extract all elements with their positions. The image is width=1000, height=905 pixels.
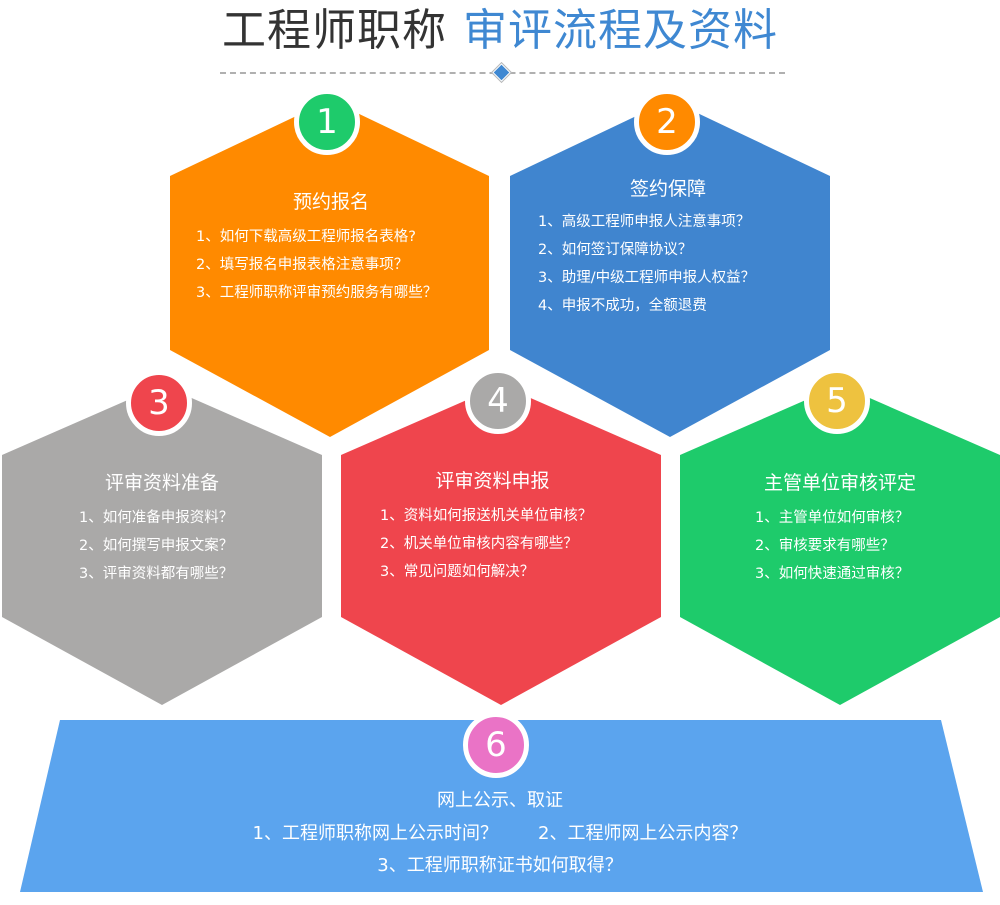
step-5-card: 主管单位审核评定 1、主管单位如何审核？ 2、审核要求有哪些？ 3、如何快速通过…: [740, 470, 940, 588]
step-2-item[interactable]: 2、如何签订保障协议？: [538, 242, 693, 258]
step-3-item[interactable]: 2、如何撰写申报文案？: [79, 538, 234, 554]
step-4-heading: 评审资料申报: [435, 470, 550, 492]
step-5-heading: 主管单位审核评定: [763, 472, 916, 494]
step-6-item[interactable]: 3、工程师职称证书如何取得？: [377, 855, 623, 876]
step-1-heading: 预约报名: [292, 191, 369, 213]
step-2-card: 签约保障 1、高级工程师申报人注意事项？ 2、如何签订保障协议？ 3、助理/中级…: [538, 176, 798, 320]
step-1-item[interactable]: 1、如何下载高级工程师报名表格?: [196, 229, 416, 245]
step-6-band: [20, 720, 983, 892]
step-6-heading: 网上公示、取证: [437, 790, 563, 811]
page-title: 工程师职称审评流程及资料: [0, 2, 1000, 60]
step-1-item[interactable]: 2、填写报名申报表格注意事项？: [196, 257, 409, 273]
step-4-card: 评审资料申报 1、资料如何报送机关单位审核？ 2、机关单位审核内容有哪些？ 3、…: [380, 468, 630, 586]
step-4-item[interactable]: 3、常见问题如何解决？: [380, 564, 535, 580]
step-1-badge: 1: [294, 89, 360, 155]
step-3-card: 评审资料准备 1、如何准备申报资料？ 2、如何撰写申报文案？ 3、评审资料都有哪…: [62, 470, 262, 588]
step-5-hexagon: [680, 385, 1000, 705]
step-3-heading: 评审资料准备: [104, 472, 219, 494]
step-6-number: 6: [485, 725, 507, 765]
title-part-dark: 工程师职称: [222, 5, 447, 56]
step-2-hexagon: [510, 100, 830, 437]
step-2-number: 2: [656, 102, 678, 142]
step-3-badge: 3: [126, 370, 192, 436]
step-3-item[interactable]: 1、如何准备申报资料？: [79, 510, 234, 526]
step-2-heading: 签约保障: [629, 178, 706, 200]
step-3-item[interactable]: 3、评审资料都有哪些？: [79, 566, 234, 582]
step-5-item[interactable]: 1、主管单位如何审核？: [755, 510, 910, 526]
step-3-hexagon: [2, 385, 322, 705]
step-6-row: 1、工程师职称网上公示时间？ 2、工程师网上公示内容？: [0, 818, 1000, 850]
step-1-card: 预约报名 1、如何下载高级工程师报名表格? 2、填写报名申报表格注意事项？ 3、…: [196, 189, 466, 307]
step-6-card: 网上公示、取证 1、工程师职称网上公示时间？ 2、工程师网上公示内容？ 3、工程师…: [0, 788, 1000, 882]
title-part-accent: 审评流程及资料: [463, 5, 778, 56]
step-5-item[interactable]: 3、如何快速通过审核？: [755, 566, 910, 582]
step-5-badge: 5: [804, 368, 870, 434]
step-5-number: 5: [826, 381, 848, 421]
step-6-badge: 6: [463, 712, 529, 778]
step-5-item[interactable]: 2、审核要求有哪些？: [755, 538, 895, 554]
step-1-hexagon: [170, 100, 489, 437]
step-6-row: 3、工程师职称证书如何取得？: [0, 850, 1000, 882]
step-2-badge: 2: [634, 89, 700, 155]
step-2-item[interactable]: 4、申报不成功，全额退费: [538, 298, 707, 314]
step-1-item[interactable]: 3、工程师职称评审预约服务有哪些？: [196, 285, 438, 301]
step-4-item[interactable]: 2、机关单位审核内容有哪些？: [380, 536, 578, 552]
step-4-number: 4: [487, 381, 509, 421]
step-4-badge: 4: [465, 368, 531, 434]
step-3-number: 3: [148, 383, 170, 423]
step-2-item[interactable]: 3、助理/中级工程师申报人权益？: [538, 270, 756, 286]
step-4-hexagon: [341, 385, 661, 705]
step-6-item[interactable]: 2、工程师网上公示内容？: [538, 823, 748, 844]
step-4-item[interactable]: 1、资料如何报送机关单位审核？: [380, 508, 593, 524]
step-1-number: 1: [316, 102, 338, 142]
step-6-item[interactable]: 1、工程师职称网上公示时间？: [252, 823, 498, 844]
step-2-item[interactable]: 1、高级工程师申报人注意事项？: [538, 214, 751, 230]
